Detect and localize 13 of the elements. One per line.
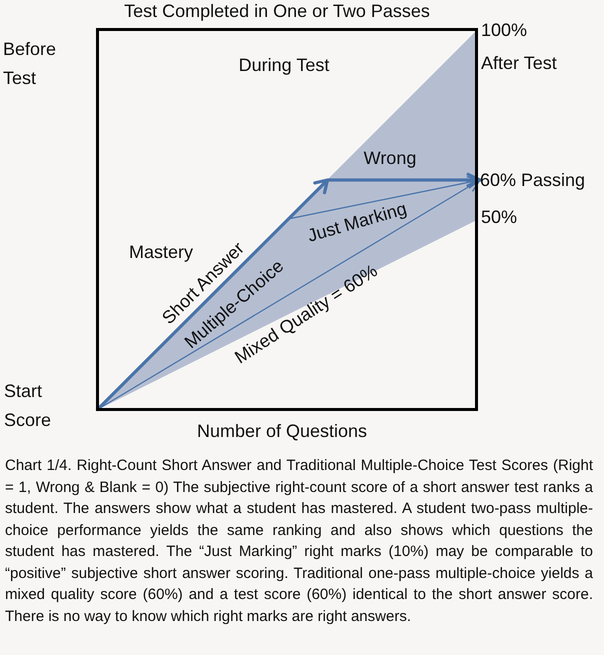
passing-score-label: 60% Passing bbox=[480, 169, 586, 191]
phase-label: After Test bbox=[481, 52, 557, 74]
region-label: Wrong bbox=[364, 147, 416, 169]
scale-label: 100% bbox=[481, 19, 528, 41]
scale-label: 50% bbox=[481, 206, 518, 228]
edge-label: Just Marking bbox=[304, 197, 410, 247]
region-label: Mastery bbox=[129, 241, 193, 262]
axis-label: Number of Questions bbox=[196, 420, 368, 442]
phase-label: Before Test bbox=[3, 38, 56, 90]
caption-text: Chart 1/4. Right-Count Short Answer and Traditional Multiple-Choice Test Scores (Right = 1, Wrong & Blank = 0) The subjective right-count score of a short answer test ranks a student. The answers show what a student has mastered. A student two-pass multiple-choice performance yields the same ranking and also shows which questions the student has mastered. The “Just Marking” right marks (10%) may be comparable to “positive” subjective short answer scoring. Traditional one-pass multiple-choice yields a mixed quality score (60%) and a test score (60%) identical to the short answer score. There is no way to know which right marks are right answers. bbox=[5, 456, 593, 626]
axis-label: Start Score bbox=[4, 380, 52, 432]
chart-title: Test Completed in One or Two Passes bbox=[124, 0, 430, 22]
phase-label: During Test bbox=[238, 54, 330, 76]
